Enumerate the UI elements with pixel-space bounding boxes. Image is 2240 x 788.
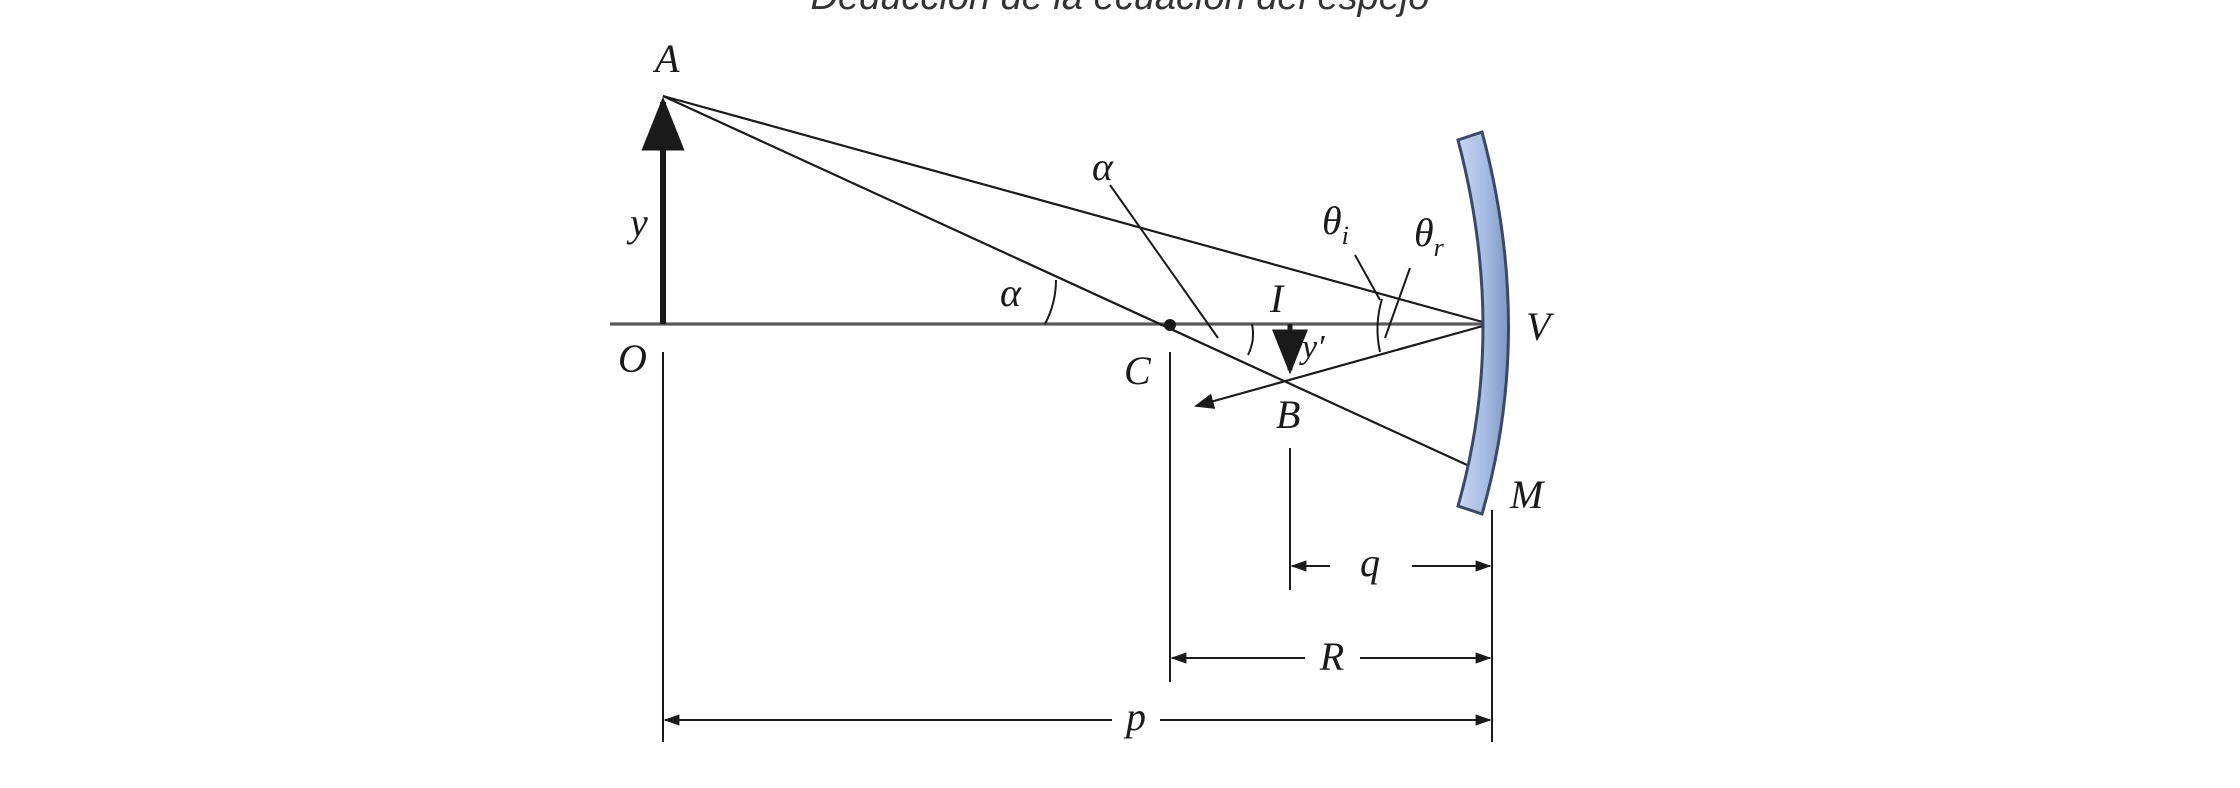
concave-mirror (1456, 130, 1510, 516)
label-c: C (1124, 348, 1152, 393)
label-y: y (626, 200, 648, 245)
label-theta-r-symbol: θ (1414, 210, 1434, 255)
label-theta-i-symbol: θ (1322, 198, 1342, 243)
label-theta-i: θi (1322, 198, 1349, 250)
ray-a-to-v (662, 94, 1491, 326)
label-o: O (618, 336, 647, 381)
label-theta-r: θr (1414, 210, 1445, 262)
alpha-arc-center (1247, 323, 1254, 356)
label-v: V (1526, 304, 1555, 349)
label-alpha-left: α (1000, 270, 1022, 315)
label-m: M (1509, 472, 1546, 517)
alpha-arc-left (1044, 279, 1057, 325)
label-y-prime: y′ (1299, 329, 1325, 366)
alpha-leader-line (1109, 184, 1219, 339)
label-r: R (1319, 634, 1344, 679)
theta-arc (1376, 298, 1383, 353)
label-theta-r-sub: r (1434, 233, 1445, 262)
diagram-caption: Deducción de la ecuación del espejo (0, 0, 2240, 19)
center-point (1164, 319, 1176, 331)
label-b: B (1276, 392, 1300, 437)
label-i: I (1269, 276, 1285, 321)
label-q: q (1360, 540, 1380, 585)
theta-r-leader (1384, 267, 1411, 339)
ray-a-to-m (662, 95, 1479, 471)
label-a: A (652, 36, 680, 81)
label-alpha-top: α (1092, 144, 1114, 189)
label-theta-i-sub: i (1342, 221, 1349, 250)
label-p: p (1123, 694, 1146, 739)
theta-i-leader (1354, 254, 1381, 301)
reflected-ray (1194, 322, 1491, 409)
